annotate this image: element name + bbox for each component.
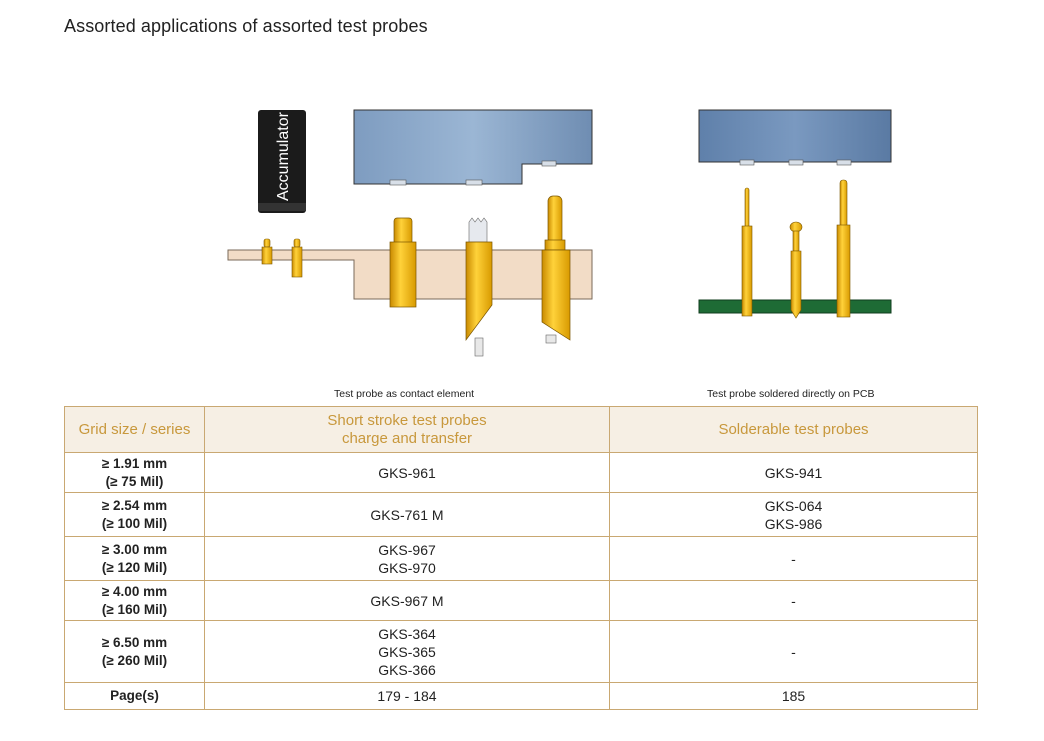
table-row: ≥ 6.50 mm (≥ 260 Mil) GKS-364 GKS-365 GK… <box>64 620 978 683</box>
accumulator-label: Accumulator <box>275 111 292 201</box>
grid-mm: ≥ 1.91 mm <box>101 455 168 471</box>
pages-solderable: 185 <box>609 682 978 710</box>
grid-size-cell: ≥ 6.50 mm (≥ 260 Mil) <box>64 620 205 683</box>
grid-mm: ≥ 2.54 mm <box>101 497 168 513</box>
probe-short <box>389 217 417 308</box>
grid-mm: ≥ 3.00 mm <box>101 541 168 557</box>
header-short-line2: charge and transfer <box>341 429 473 447</box>
caption-contact-element: Test probe as contact element <box>334 388 475 400</box>
pcb-fixture <box>698 109 892 166</box>
series-code: GKS-967 <box>378 541 436 558</box>
table-row: ≥ 4.00 mm (≥ 160 Mil) GKS-967 M - <box>64 580 978 621</box>
grid-mil: (≥ 100 Mil) <box>101 515 168 531</box>
grid-size-cell: ≥ 1.91 mm (≥ 75 Mil) <box>64 452 205 493</box>
series-code: GKS-365 <box>378 643 436 660</box>
series-code: GKS-970 <box>378 559 436 576</box>
probe-long <box>541 195 571 344</box>
header-solderable: Solderable test probes <box>609 406 978 453</box>
short-stroke-cell: GKS-967 M <box>204 580 610 621</box>
series-code: GKS-364 <box>378 625 436 642</box>
series-code: GKS-941 <box>764 464 823 481</box>
grid-mil: (≥ 75 Mil) <box>105 473 164 489</box>
series-code: - <box>791 643 796 660</box>
solder-probe-long <box>836 179 851 318</box>
small-probe-left <box>261 238 273 265</box>
page-title: Assorted applications of assorted test p… <box>64 16 428 36</box>
grid-size-cell: ≥ 3.00 mm (≥ 120 Mil) <box>64 536 205 581</box>
accumulator-block: Accumulator <box>258 110 306 213</box>
table-row: ≥ 3.00 mm (≥ 120 Mil) GKS-967 GKS-970 - <box>64 536 978 581</box>
probe-series-table: Grid size / series Short stroke test pro… <box>64 406 978 710</box>
grid-size-cell: ≥ 2.54 mm (≥ 100 Mil) <box>64 492 205 537</box>
series-code: GKS-967 M <box>370 592 444 609</box>
series-code: GKS-366 <box>378 661 436 678</box>
grid-mil: (≥ 120 Mil) <box>101 559 168 575</box>
contact-fixture <box>353 109 593 186</box>
series-code: - <box>791 550 796 567</box>
solder-probe-thin <box>741 187 753 317</box>
table-header-row: Grid size / series Short stroke test pro… <box>64 406 978 453</box>
solderable-cell: GKS-064 GKS-986 <box>609 492 978 537</box>
probe-application-illustration: Accumulator <box>227 109 892 357</box>
table-footer-row: Page(s) 179 - 184 185 <box>64 682 978 710</box>
header-short-line1: Short stroke test probes <box>327 411 487 429</box>
solderable-cell: - <box>609 536 978 581</box>
probe-serrated <box>465 217 493 357</box>
grid-mil: (≥ 160 Mil) <box>101 601 168 617</box>
header-short-stroke: Short stroke test probes charge and tran… <box>204 406 610 453</box>
short-stroke-cell: GKS-364 GKS-365 GKS-366 <box>204 620 610 683</box>
series-code: GKS-986 <box>764 515 823 532</box>
grid-mm: ≥ 4.00 mm <box>101 583 168 599</box>
grid-mm: ≥ 6.50 mm <box>101 634 168 650</box>
solderable-cell: - <box>609 620 978 683</box>
series-code: GKS-761 M <box>370 506 444 523</box>
series-code: GKS-961 <box>378 464 436 481</box>
table-row: ≥ 2.54 mm (≥ 100 Mil) GKS-761 M GKS-064 … <box>64 492 978 537</box>
small-probe-right <box>291 238 303 278</box>
short-stroke-cell: GKS-761 M <box>204 492 610 537</box>
series-code: - <box>791 592 796 609</box>
table-row: ≥ 1.91 mm (≥ 75 Mil) GKS-961 GKS-941 <box>64 452 978 493</box>
series-code: GKS-064 <box>764 497 823 514</box>
grid-size-cell: ≥ 4.00 mm (≥ 160 Mil) <box>64 580 205 621</box>
solderable-cell: - <box>609 580 978 621</box>
header-grid-size: Grid size / series <box>64 406 205 453</box>
pages-label: Page(s) <box>64 682 205 710</box>
short-stroke-cell: GKS-967 GKS-970 <box>204 536 610 581</box>
solderable-cell: GKS-941 <box>609 452 978 493</box>
short-stroke-cell: GKS-961 <box>204 452 610 493</box>
pages-short-stroke: 179 - 184 <box>204 682 610 710</box>
caption-soldered-pcb: Test probe soldered directly on PCB <box>707 388 875 400</box>
grid-mil: (≥ 260 Mil) <box>101 652 168 668</box>
solder-probe-mid <box>789 221 803 319</box>
